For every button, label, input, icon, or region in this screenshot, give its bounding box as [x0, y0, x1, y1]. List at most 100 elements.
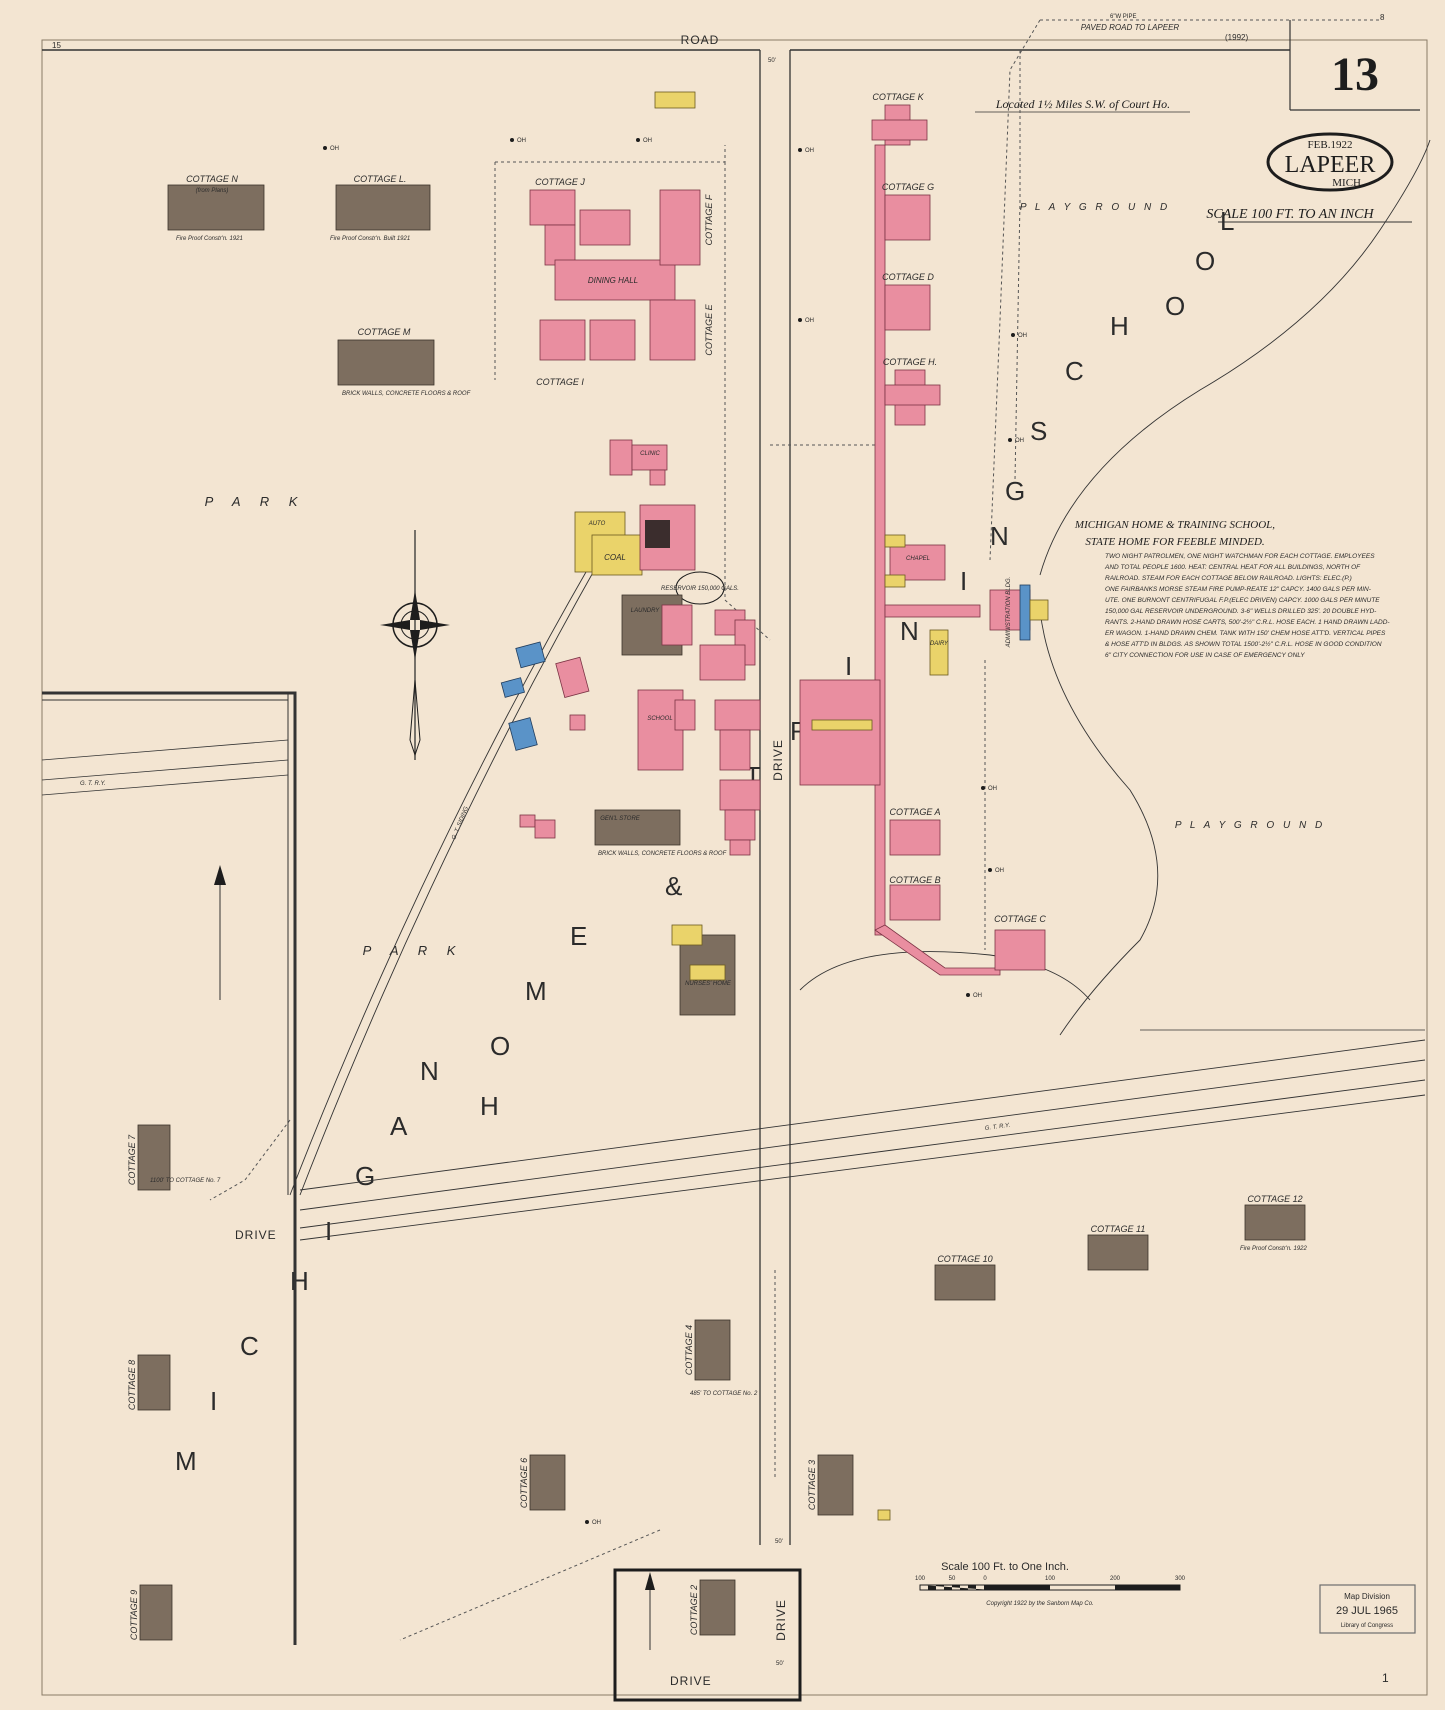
gen-store-label: GEN'L STORE — [600, 816, 641, 822]
note-line: 150,000 GAL RESERVOIR UNDERGROUND. 3-6" … — [1105, 608, 1377, 615]
scale-tick: 50 — [949, 1576, 956, 1582]
building-cottage-b: COTTAGE B — [889, 875, 941, 921]
building-cottage-m: COTTAGE M BRICK WALLS, CONCRETE FLOORS &… — [337, 327, 471, 397]
drive-vertical-label: DRIVE — [771, 739, 785, 781]
school-letter: O — [1165, 291, 1185, 321]
stamp-line-1: Map Division — [1344, 1592, 1390, 1601]
scale-ticks: 100 50 0 100 200 300 — [915, 1576, 1186, 1582]
drive-bottom-label: DRIVE — [670, 1674, 712, 1688]
scale-bar-fill — [1115, 1585, 1180, 1590]
school-letter: I — [210, 1386, 217, 1416]
copyright: Copyright 1922 by the Sanborn Map Co. — [986, 1601, 1093, 1607]
building-pink — [719, 729, 751, 771]
water-pipe — [495, 145, 726, 163]
dairy-label: DAIRY — [930, 641, 949, 647]
building-cottage-10: COTTAGE 10 — [934, 1254, 996, 1301]
building-cottage-11: COTTAGE 11 — [1087, 1224, 1149, 1271]
note-line: RANTS. 2-HAND DRAWN HOSE CARTS, 500'-2½"… — [1105, 618, 1390, 626]
cottage-l-shape — [335, 184, 431, 231]
water-pipe — [989, 19, 1041, 561]
cottage-e-label: COTTAGE E — [704, 303, 714, 355]
sheet-city: LAPEER — [1285, 152, 1376, 178]
school-letter: N — [900, 616, 919, 646]
school-letter: I — [325, 1216, 332, 1246]
coal-label: COAL — [604, 553, 626, 562]
hydrant-label: OH — [995, 868, 1004, 874]
location-note: Located 1½ Miles S.W. of Court Ho. — [995, 97, 1170, 111]
cottage-i-label: COTTAGE I — [536, 377, 584, 387]
bottom-scale-title: Scale 100 Ft. to One Inch. — [941, 1561, 1069, 1573]
paved-road-code: (1992) — [1225, 33, 1248, 42]
library-stamp: Map Division 29 JUL 1965 Library of Cong… — [1319, 1584, 1416, 1634]
edge-mark-right: 8 — [1380, 13, 1385, 22]
note-line: RAILROAD. STEAM FOR EACH COTTAGE BELOW R… — [1105, 575, 1352, 582]
hydrant-label: OH — [592, 1520, 601, 1526]
dining-hall-label: DINING HALL — [588, 276, 638, 285]
cottage-n-shape — [167, 184, 265, 231]
building-cottage-8: COTTAGE 8 — [127, 1354, 171, 1411]
reservoir-label: RESERVOIR 150,000 GALS. — [661, 586, 739, 592]
building-chapel: CHAPEL — [884, 534, 946, 588]
school-letter: & — [665, 871, 682, 901]
cottage-2-label: COTTAGE 2 — [689, 1585, 699, 1635]
building-gen-store: GEN'L STORE BRICK WALLS, CONCRETE FLOORS… — [594, 809, 727, 857]
cottage-m-note: BRICK WALLS, CONCRETE FLOORS & ROOF — [342, 391, 471, 397]
shed-blue — [515, 641, 546, 669]
water-pipe — [399, 1529, 661, 1641]
sheet-state: MICH. — [1332, 177, 1364, 189]
north-arrow-inset-head — [645, 1572, 655, 1590]
railroad-track — [299, 1059, 1426, 1211]
cottage-a-label: COTTAGE A — [889, 807, 940, 817]
shed-blue — [508, 717, 538, 751]
school-letter: I — [845, 651, 852, 681]
building-school: SCHOOL — [637, 689, 696, 771]
cottage-4-label: COTTAGE 4 — [684, 1325, 694, 1375]
cottage-c-label: COTTAGE C — [994, 914, 1046, 924]
gen-store-note: BRICK WALLS, CONCRETE FLOORS & ROOF — [598, 851, 727, 857]
school-letter: N — [420, 1056, 439, 1086]
drive-left-label: DRIVE — [235, 1228, 277, 1242]
school-letter: H — [290, 1266, 309, 1296]
building-cottage-k: COTTAGE K — [871, 92, 928, 146]
shed-blue — [500, 677, 525, 698]
cottage-10-label: COTTAGE 10 — [937, 1254, 992, 1264]
school-letter: S — [1030, 416, 1047, 446]
school-letter: I — [960, 566, 967, 596]
small-frame-building — [654, 91, 696, 109]
railroad-track — [299, 1079, 1426, 1229]
building-dining-complex: COTTAGE J COTTAGE I DINING HALL COTTAGE … — [529, 177, 714, 387]
institution-title: MICHIGAN HOME & TRAINING SCHOOL, — [1074, 519, 1275, 531]
shed-pink — [555, 656, 590, 699]
compass-rose — [380, 530, 450, 760]
width-top: 50' — [768, 58, 776, 64]
building-pink — [724, 809, 756, 841]
school-letter: H — [1110, 311, 1129, 341]
date-oval — [1266, 132, 1394, 192]
school-name-letters: M I C H I G A N H O M E & T R A I N I N … — [175, 206, 1234, 1476]
cottage-m-shape — [337, 339, 435, 386]
building-cottage-h: COTTAGE H. — [883, 357, 941, 426]
sheet-number: 13 — [1331, 48, 1379, 101]
hydrant-label: OH — [643, 138, 652, 144]
cottage-b-label: COTTAGE B — [889, 875, 940, 885]
building-cottage-3: COTTAGE 3 — [807, 1454, 854, 1516]
cottage-12-label: COTTAGE 12 — [1247, 1194, 1302, 1204]
building-pink — [729, 839, 751, 856]
playground-label-2: P L A Y G R O U N D — [1175, 820, 1325, 831]
hydrant-label: OH — [805, 318, 814, 324]
cottage-k-label: COTTAGE K — [872, 92, 924, 102]
north-arrow-head — [214, 865, 226, 885]
school-letter: H — [480, 1091, 499, 1121]
scale-tick: 100 — [1045, 1576, 1056, 1582]
stamp-line-3: Library of Congress — [1341, 1623, 1393, 1629]
playground-label-1: P L A Y G R O U N D — [1020, 202, 1170, 213]
building-cottage-7: COTTAGE 7 — [127, 1124, 171, 1191]
cottage-12-note: Fire Proof Constr'n. 1922 — [1240, 1246, 1308, 1252]
school-letter: E — [570, 921, 587, 951]
building-cottage-9: COTTAGE 9 — [129, 1584, 173, 1641]
water-pipe — [209, 1119, 291, 1201]
cottage-11-label: COTTAGE 11 — [1091, 1224, 1146, 1234]
scale-tick: 100 — [915, 1576, 926, 1582]
